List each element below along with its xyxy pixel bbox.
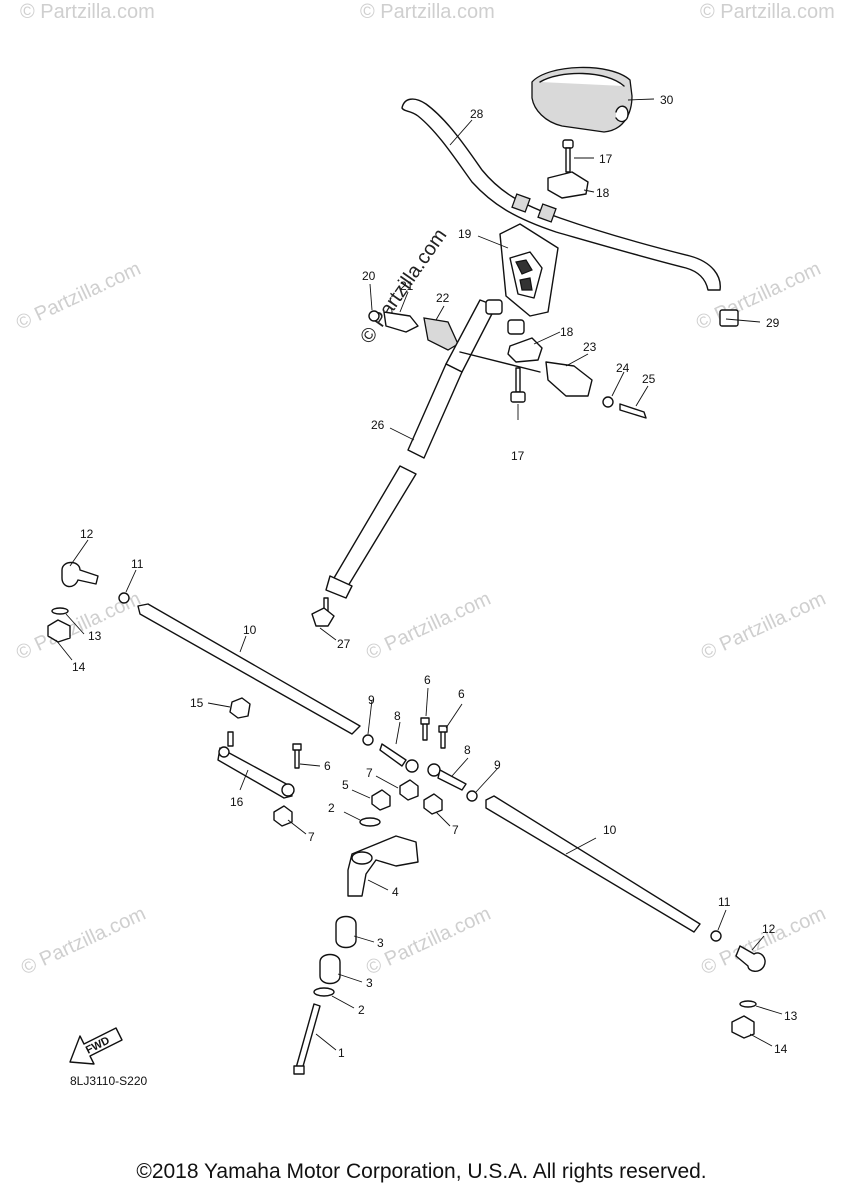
bolt <box>619 403 647 419</box>
center-hardware <box>273 717 478 827</box>
callout-24: 24 <box>616 361 630 375</box>
callout-3: 3 <box>366 976 373 990</box>
watermark: © Partzilla.com <box>13 258 144 335</box>
watermark: © Partzilla.com <box>20 1 155 23</box>
callout-3: 3 <box>377 936 384 950</box>
callout-11: 11 <box>718 895 731 909</box>
callout-14: 14 <box>72 660 86 674</box>
callout-8: 8 <box>394 709 401 723</box>
callout-12: 12 <box>80 527 94 541</box>
callout-16: 16 <box>230 795 244 809</box>
callout-21: 21 <box>400 279 414 293</box>
lower-clamp <box>507 337 543 363</box>
callout-18: 18 <box>596 186 610 200</box>
callout-25: 25 <box>642 372 656 386</box>
callout-7: 7 <box>452 823 459 837</box>
callout-19: 19 <box>458 227 472 241</box>
callout-23: 23 <box>583 340 597 354</box>
upper-clamp-bolt <box>562 139 574 173</box>
steering-post-bracket <box>545 361 593 397</box>
callout-10: 10 <box>603 823 617 837</box>
callout-26: 26 <box>371 418 385 432</box>
watermark: © Partzilla.com <box>363 588 494 665</box>
callout-1: 1 <box>338 1046 345 1060</box>
column-nut <box>311 597 335 627</box>
handlebar <box>401 98 721 291</box>
watermark: © Partzilla.com <box>698 588 829 665</box>
bar-end-plug <box>719 309 739 327</box>
link-nut <box>229 697 251 719</box>
callout-10: 10 <box>243 623 257 637</box>
callout-2: 2 <box>328 801 335 815</box>
callout-6: 6 <box>424 673 431 687</box>
callout-5: 5 <box>342 778 349 792</box>
steering-link <box>217 731 295 799</box>
callout-28: 28 <box>470 107 484 121</box>
callout-4: 4 <box>392 885 399 899</box>
clip-bracket <box>383 311 419 333</box>
callout-27: 27 <box>337 637 351 651</box>
callout-9: 9 <box>368 693 375 707</box>
callout-30: 30 <box>660 93 674 107</box>
callout-6: 6 <box>324 759 331 773</box>
tie-rod-left <box>137 603 361 735</box>
fwd-label: FWD <box>84 1035 112 1057</box>
diagram-code: 8LJ3110-S220 <box>70 1074 148 1088</box>
watermark: © Partzilla.com <box>18 903 149 980</box>
steering-column <box>325 299 541 599</box>
fwd-arrow-icon: FWD <box>69 1027 123 1065</box>
callout-17: 17 <box>511 449 525 463</box>
callout-14: 14 <box>774 1042 788 1056</box>
callout-7: 7 <box>366 766 373 780</box>
cable-holder <box>423 317 459 351</box>
callout-9: 9 <box>494 758 501 772</box>
tie-rod-end-left <box>47 561 130 643</box>
callouts: 30 28 17 18 19 20 21 22 18 23 24 25 29 2… <box>72 93 798 1060</box>
callout-13: 13 <box>784 1009 798 1023</box>
callout-8: 8 <box>464 743 471 757</box>
callout-2: 2 <box>358 1003 365 1017</box>
steering-arm-assembly <box>293 789 419 1075</box>
handlebar-riser <box>499 223 559 317</box>
callout-18: 18 <box>560 325 574 339</box>
watermark: © Partzilla.com <box>700 1 835 23</box>
handlebar-pad <box>531 66 633 133</box>
upper-clamp <box>547 171 589 199</box>
callout-11: 11 <box>131 557 144 571</box>
callout-13: 13 <box>88 629 102 643</box>
callout-20: 20 <box>362 269 376 283</box>
lower-bolt <box>510 367 526 403</box>
callout-12: 12 <box>762 922 776 936</box>
callout-29: 29 <box>766 316 780 330</box>
callout-6: 6 <box>458 687 465 701</box>
copyright-notice: ©2018 Yamaha Motor Corporation, U.S.A. A… <box>136 1160 707 1183</box>
callout-17: 17 <box>599 152 613 166</box>
callout-7: 7 <box>308 830 315 844</box>
leader-lines <box>55 98 783 1051</box>
callout-22: 22 <box>436 291 450 305</box>
tie-rod-right <box>485 795 701 933</box>
watermark: © Partzilla.com <box>360 1 495 23</box>
washer <box>368 310 380 322</box>
watermark-layer: © Partzilla.com © Partzilla.com © Partzi… <box>13 1 835 980</box>
callout-15: 15 <box>190 696 204 710</box>
nut <box>602 396 614 408</box>
tie-rod-end-right <box>710 930 766 1039</box>
